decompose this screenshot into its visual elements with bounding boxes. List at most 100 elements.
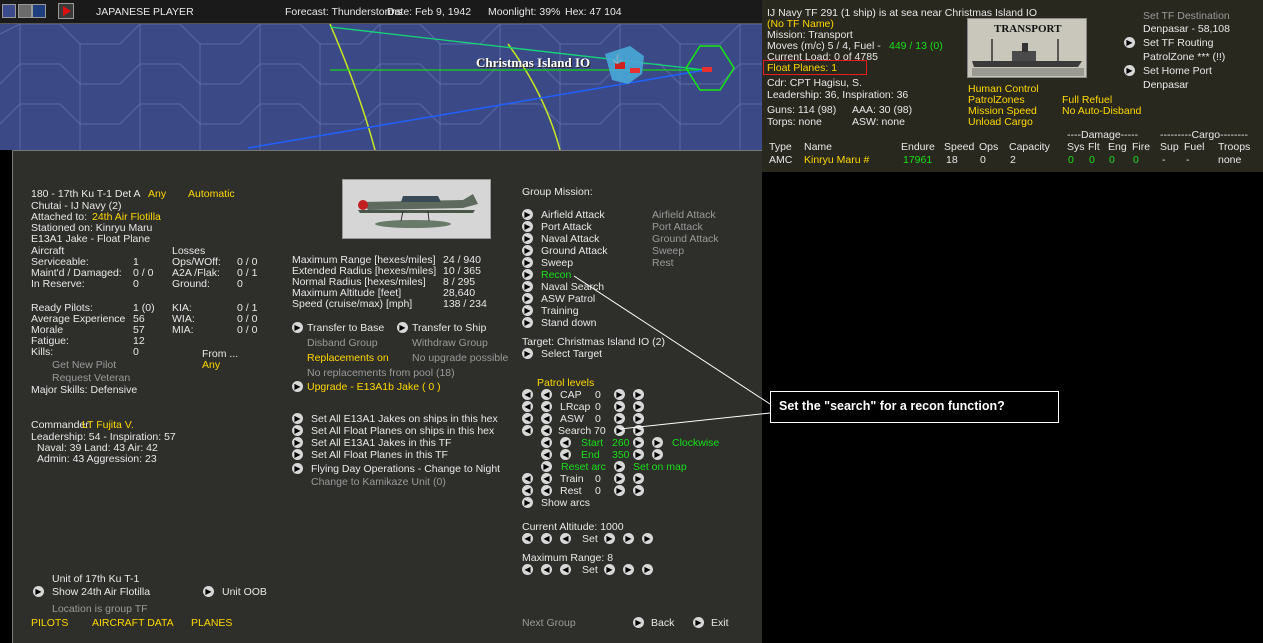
mission-naval-attack[interactable]: Naval Attack xyxy=(541,233,600,245)
mission-sweep[interactable]: Sweep xyxy=(541,257,574,269)
clockwise-toggle[interactable]: Clockwise xyxy=(672,437,720,449)
show-arcs[interactable]: Show arcs xyxy=(541,497,591,509)
routing-arrow-icon[interactable]: ▶ xyxy=(1124,37,1135,48)
patrol-zones[interactable]: PatrolZones xyxy=(968,94,1025,106)
mission-port-attack[interactable]: Port Attack xyxy=(541,221,592,233)
back-button[interactable]: Back xyxy=(651,617,675,629)
mission-stand-down[interactable]: Stand down xyxy=(541,317,597,329)
full-refuel[interactable]: Full Refuel xyxy=(1062,94,1113,106)
transfer-to-base[interactable]: Transfer to Base xyxy=(307,322,385,334)
mission-arrow-icon[interactable]: ▶ xyxy=(522,245,533,256)
mission-speed[interactable]: Mission Speed xyxy=(968,105,1037,117)
range-set[interactable]: Set xyxy=(582,564,598,576)
request-veteran[interactable]: Request Veteran xyxy=(52,372,131,384)
decrease-icon[interactable]: ◀ xyxy=(560,449,571,460)
flying-day-arrow-icon[interactable]: ▶ xyxy=(292,463,303,474)
unload-cargo[interactable]: Unload Cargo xyxy=(968,116,1033,128)
tab-planes[interactable]: PLANES xyxy=(191,617,233,629)
set-all-jakes-tf[interactable]: Set All E13A1 Jakes in this TF xyxy=(311,437,452,449)
end-turn-button[interactable] xyxy=(58,3,74,19)
tab-aircraft-data[interactable]: AIRCRAFT DATA xyxy=(92,617,174,629)
set-tf-routing[interactable]: Set TF Routing xyxy=(1143,37,1214,49)
back-arrow-icon[interactable]: ▶ xyxy=(633,617,644,628)
set-all-jakes-hex[interactable]: Set All E13A1 Jakes on ships in this hex xyxy=(311,413,498,425)
tf-commander[interactable]: Cdr: CPT Hagisu, S. xyxy=(767,77,862,89)
info-icon[interactable] xyxy=(32,4,46,18)
set-on-map-arrow-icon[interactable]: ▶ xyxy=(614,461,625,472)
map-view[interactable]: ⚓ Christmas Island IO Christmas Island I… xyxy=(0,24,762,150)
reset-arc-arrow-icon[interactable]: ▶ xyxy=(541,461,552,472)
tf-marker-icon[interactable] xyxy=(702,67,712,72)
show-arcs-arrow-icon[interactable]: ▶ xyxy=(522,497,533,508)
secondary-ground-attack[interactable]: Ground Attack xyxy=(652,233,719,245)
set-all-4-arrow-icon[interactable]: ▶ xyxy=(292,449,303,460)
transfer-to-ship[interactable]: Transfer to Ship xyxy=(412,322,487,334)
next-group[interactable]: Next Group xyxy=(522,617,576,629)
exit-arrow-icon[interactable]: ▶ xyxy=(693,617,704,628)
home-port-arrow-icon[interactable]: ▶ xyxy=(1124,65,1135,76)
increase-fast-icon[interactable]: ▶ xyxy=(633,413,644,424)
hex-map[interactable]: ⚓ xyxy=(0,24,762,150)
set-all-2-arrow-icon[interactable]: ▶ xyxy=(292,425,303,436)
decrease-fast-icon[interactable]: ◀ xyxy=(541,437,552,448)
mission-arrow-icon[interactable]: ▶ xyxy=(522,317,533,328)
increase-small-icon[interactable]: ▶ xyxy=(604,533,615,544)
increase-icon[interactable]: ▶ xyxy=(614,401,625,412)
increase-fast-icon[interactable]: ▶ xyxy=(642,564,653,575)
mission-recon[interactable]: Recon xyxy=(541,269,572,281)
secondary-rest[interactable]: Rest xyxy=(652,257,674,269)
disband-group[interactable]: Disband Group xyxy=(307,337,378,349)
increase-icon[interactable]: ▶ xyxy=(614,473,625,484)
set-tf-destination[interactable]: Set TF Destination xyxy=(1143,10,1230,22)
decrease-fast-icon[interactable]: ◀ xyxy=(522,485,533,496)
mission-naval-search[interactable]: Naval Search xyxy=(541,281,605,293)
decrease-icon[interactable]: ◀ xyxy=(541,485,552,496)
decrease-icon[interactable]: ◀ xyxy=(541,564,552,575)
unit-oob-arrow-icon[interactable]: ▶ xyxy=(203,586,214,597)
withdraw-group[interactable]: Withdraw Group xyxy=(412,337,488,349)
unit-attached[interactable]: 24th Air Flotilla xyxy=(92,211,161,223)
increase-icon[interactable]: ▶ xyxy=(614,485,625,496)
altitude-set[interactable]: Set xyxy=(582,533,598,545)
mission-arrow-icon[interactable]: ▶ xyxy=(522,281,533,292)
mission-asw-patrol[interactable]: ASW Patrol xyxy=(541,293,596,305)
mission-training[interactable]: Training xyxy=(541,305,579,317)
target-hex[interactable] xyxy=(685,45,735,91)
increase-fast-icon[interactable]: ▶ xyxy=(633,473,644,484)
decrease-icon[interactable]: ◀ xyxy=(541,473,552,484)
decrease-icon[interactable]: ◀ xyxy=(541,533,552,544)
tf-mission[interactable]: Mission: Transport xyxy=(767,29,853,41)
upgrade-button[interactable]: Upgrade - E13A1b Jake ( 0 ) xyxy=(307,381,441,393)
replacements-toggle[interactable]: Replacements on xyxy=(307,352,389,364)
decrease-icon[interactable]: ◀ xyxy=(541,425,552,436)
increase-icon[interactable]: ▶ xyxy=(614,413,625,424)
tf-name[interactable]: (No TF Name) xyxy=(767,18,834,30)
base-marker-icon[interactable] xyxy=(615,62,625,69)
decrease-fast-icon[interactable]: ◀ xyxy=(522,533,533,544)
ship-marker-icon[interactable] xyxy=(630,68,640,73)
mission-arrow-icon[interactable]: ▶ xyxy=(522,233,533,244)
select-target[interactable]: Select Target xyxy=(541,348,603,360)
decrease-icon[interactable]: ◀ xyxy=(541,413,552,424)
increase-fast-icon[interactable]: ▶ xyxy=(652,437,663,448)
set-home-port[interactable]: Set Home Port xyxy=(1143,65,1212,77)
increase-fast-icon[interactable]: ▶ xyxy=(633,401,644,412)
decrease-fast-icon[interactable]: ◀ xyxy=(541,449,552,460)
set-all-1-arrow-icon[interactable]: ▶ xyxy=(292,413,303,424)
increase-icon[interactable]: ▶ xyxy=(633,437,644,448)
mission-arrow-icon[interactable]: ▶ xyxy=(522,269,533,280)
secondary-sweep[interactable]: Sweep xyxy=(652,245,685,257)
increase-fast-icon[interactable]: ▶ xyxy=(633,485,644,496)
get-new-pilot[interactable]: Get New Pilot xyxy=(52,359,117,371)
increase-small-icon[interactable]: ▶ xyxy=(604,564,615,575)
increase-icon[interactable]: ▶ xyxy=(614,425,625,436)
increase-fast-icon[interactable]: ▶ xyxy=(652,449,663,460)
decrease-fast-icon[interactable]: ◀ xyxy=(522,413,533,424)
transfer-ship-arrow-icon[interactable]: ▶ xyxy=(397,322,408,333)
change-kamikaze[interactable]: Change to Kamikaze Unit (0) xyxy=(311,476,446,488)
set-all-float-hex[interactable]: Set All Float Planes on ships in this he… xyxy=(311,425,495,437)
unit-oob[interactable]: Unit OOB xyxy=(222,586,267,598)
decrease-small-icon[interactable]: ◀ xyxy=(560,564,571,575)
set-on-map[interactable]: Set on map xyxy=(633,461,687,473)
tab-pilots[interactable]: PILOTS xyxy=(31,617,69,629)
